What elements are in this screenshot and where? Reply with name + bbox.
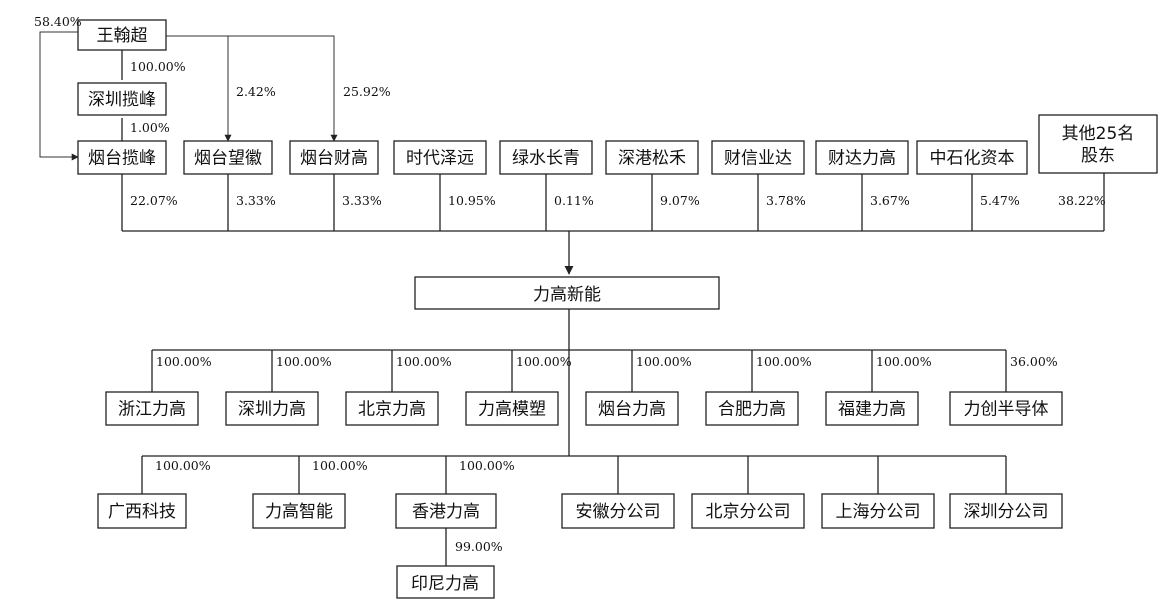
row2-entity-1-box: 广西科技 [97,493,187,529]
ligao-xinneng-label: 力高新能 [533,285,601,305]
shareholder-5-box: 绿水长青 [499,140,593,175]
row1-subsidiary-5-label: 烟台力高 [598,400,666,420]
pct-wang-to-shenzhen: 100.00% [130,59,186,74]
shenzhen-lanfeng-label: 深圳揽峰 [88,90,156,110]
row1-pct: 100.00% [396,354,452,369]
row1-pct: 100.00% [636,354,692,369]
row1-subsidiary-3-label: 北京力高 [358,400,426,420]
row1-subsidiary-3-box: 北京力高 [345,391,439,426]
shareholder-9-box: 中石化资本 [916,140,1028,175]
row2-pct: 100.00% [155,458,211,473]
shareholder-4-box: 时代泽远 [393,140,487,175]
shareholder-2-label: 烟台望徽 [194,149,262,169]
row2-pct: 100.00% [312,458,368,473]
shareholder-6-box: 深港松禾 [605,140,699,175]
row2-entity-6-label: 上海分公司 [836,502,921,522]
shareholder-8-label: 财达力高 [828,149,896,169]
pct-shenzhen-to-yantai: 1.00% [130,120,170,135]
shareholder-6-label: 深港松禾 [618,149,686,169]
shareholder-7-box: 财信业达 [711,140,805,175]
row1-pct: 100.00% [156,354,212,369]
shareholder-2-box: 烟台望徽 [183,140,273,175]
row1-subsidiary-2-box: 深圳力高 [225,391,319,426]
row1-pct: 100.00% [276,354,332,369]
shareholder-pct: 5.47% [980,193,1020,208]
wang-hanchao-box: 王翰超 [77,19,167,51]
shareholder-pct: 22.07% [130,193,178,208]
row1-subsidiary-6-box: 合肥力高 [705,391,799,426]
row2-entity-4-label: 安徽分公司 [576,502,661,522]
row1-pct: 36.00% [1010,354,1058,369]
row2-entity-2-box: 力高智能 [252,493,346,529]
shareholder-pct: 10.95% [448,193,496,208]
shareholder-7-label: 财信业达 [724,149,792,169]
row2-entity-7-label: 深圳分公司 [964,502,1049,522]
shareholder-others-label-line2: 股东 [1081,146,1115,166]
shenzhen-lanfeng-box: 深圳揽峰 [77,82,167,116]
pct-wang-to-caigao: 25.92% [343,84,391,99]
row2-entity-4-box: 安徽分公司 [561,493,675,529]
wang-hanchao-label: 王翰超 [97,26,148,46]
row2-pct: 100.00% [459,458,515,473]
row1-subsidiary-1-label: 浙江力高 [118,400,186,420]
line-wang-to-wanghui [166,35,232,142]
subsidiaries-row-2: 100.00% 广西科技 100.00% 力高智能 100.00% 香港力高 安徽分公司 北京… [97,456,1063,529]
row2-entity-3-label: 香港力高 [412,502,480,522]
shareholder-3-box: 烟台财高 [289,140,379,175]
row1-subsidiary-1-box: 浙江力高 [105,391,199,426]
row1-pct: 100.00% [756,354,812,369]
row2-entity-7-box: 深圳分公司 [949,493,1063,529]
row1-subsidiary-8-label: 力创半导体 [964,400,1049,420]
shareholder-8-box: 财达力高 [815,140,909,175]
shareholder-pct: 38.22% [1058,193,1106,208]
row1-subsidiary-4-box: 力高模塑 [465,391,559,426]
shareholder-5-label: 绿水长青 [512,149,580,169]
row1-subsidiary-8-box: 力创半导体 [949,391,1063,426]
row2-entity-2-label: 力高智能 [265,502,333,522]
row1-subsidiary-4-label: 力高模塑 [478,400,546,420]
shareholder-pct: 9.07% [660,193,700,208]
pct-wang-self: 58.40% [34,14,82,29]
row1-pct: 100.00% [516,354,572,369]
shareholder-3-label: 烟台财高 [300,149,368,169]
indonesia-ligao-box: 印尼力高 [396,565,495,599]
row1-pct: 100.00% [876,354,932,369]
shareholder-4-label: 时代泽远 [406,149,474,169]
row1-subsidiary-2-label: 深圳力高 [238,400,306,420]
row1-subsidiary-5-box: 烟台力高 [585,391,679,426]
shareholder-pct: 0.11% [554,193,594,208]
subsidiaries-row-1: 100.00% 浙江力高 100.00% 深圳力高 100.00% 北京力高 100.00%… [105,350,1063,426]
shareholder-9-label: 中石化资本 [930,149,1015,169]
row2-entity-1-label: 广西科技 [108,502,176,522]
row1-subsidiary-7-box: 福建力高 [825,391,919,426]
row2-entity-5-box: 北京分公司 [691,493,805,529]
shareholder-others-label-line1: 其他25名 [1062,124,1135,144]
row2-entity-5-label: 北京分公司 [706,502,791,522]
pct-wang-to-wanghui: 2.42% [236,84,276,99]
shareholder-pct: 3.67% [870,193,910,208]
row2-entity-6-box: 上海分公司 [821,493,935,529]
ligao-xinneng-box: 力高新能 [414,276,720,310]
pct-hk-to-indonesia: 99.00% [455,539,503,554]
line-wang-to-caigao [228,35,338,142]
shareholder-pct: 3.78% [766,193,806,208]
row1-subsidiary-7-label: 福建力高 [838,400,906,420]
shareholder-pct: 3.33% [236,193,276,208]
row2-entity-3-box: 香港力高 [395,493,497,529]
line-wang-to-yantai-lanfeng [39,31,79,161]
shareholder-1-box: 烟台揽峰 [77,140,167,175]
row1-subsidiary-6-label: 合肥力高 [718,400,786,420]
indonesia-ligao-label: 印尼力高 [411,574,479,594]
shareholders-row: 烟台揽峰 22.07% 烟台望徽 3.33% 烟台财高 3.33% 时代泽远 10.95% 绿水… [77,114,1158,231]
shareholder-1-label: 烟台揽峰 [88,149,156,169]
shareholder-pct: 3.33% [342,193,382,208]
